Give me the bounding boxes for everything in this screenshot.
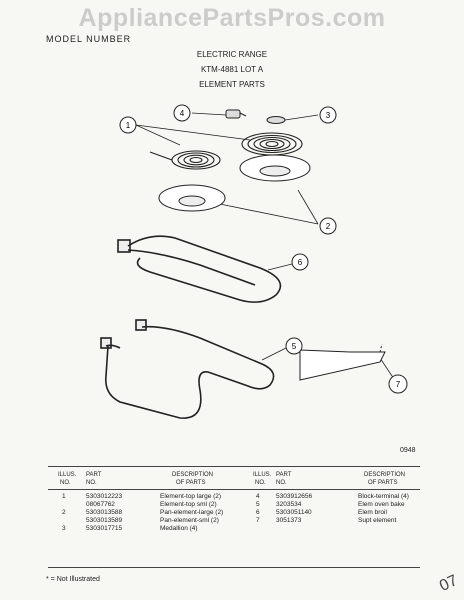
left-part-header: PART	[86, 472, 102, 478]
left-no-header: NO.	[60, 480, 71, 486]
title-line-1: ELECTRIC RANGE	[196, 50, 268, 59]
right-illus-header: ILLUS.	[253, 472, 272, 478]
broil-element	[117, 235, 282, 303]
left-desc-header: DESCRIPTION	[172, 472, 214, 478]
table-cell: 7	[256, 517, 260, 524]
table-cell: Block-terminal (4)	[358, 493, 409, 500]
table-cell: 5303051140	[276, 509, 312, 516]
callout-1: 1	[119, 116, 137, 134]
drip-pan-small	[158, 184, 226, 212]
table-cell: Element-top sml (2)	[160, 501, 217, 508]
table-cell: 5303017715	[86, 525, 123, 532]
table-cell: Elem oven bake	[358, 501, 405, 508]
bake-element	[100, 319, 275, 419]
table-cell: 3203534	[276, 501, 302, 508]
svg-text:3: 3	[326, 111, 331, 120]
table-cell: 1	[62, 493, 66, 500]
callout-4: 4	[173, 104, 191, 122]
title-line-3: ELEMENT PARTS	[199, 80, 265, 89]
table-cell: Element-top large (2)	[160, 493, 222, 500]
table-cell: 2	[62, 509, 66, 516]
svg-text:2: 2	[326, 222, 331, 231]
callout-2: 2	[319, 217, 337, 235]
right-desc-header: DESCRIPTION	[364, 472, 406, 478]
table-cell: 08067762	[86, 501, 115, 508]
table-cell: 5303013589	[86, 517, 123, 524]
callout-3: 3	[319, 106, 337, 124]
table-cell: Supt element	[358, 517, 397, 524]
right-partno-header: NO.	[276, 480, 287, 486]
svg-text:1: 1	[126, 121, 131, 130]
table-cell: 5303012223	[86, 493, 123, 500]
table-cell: 5	[256, 501, 260, 508]
corner-mark: 07	[437, 572, 461, 596]
table-cell: 3	[62, 525, 66, 532]
drip-pan-large	[239, 154, 311, 182]
model-number-line: MODEL NUMBER	[46, 34, 132, 44]
watermark: AppliancePartsPros.com	[78, 4, 386, 32]
svg-text:4: 4	[180, 109, 185, 118]
svg-text:5: 5	[292, 342, 297, 351]
table-cell: Pan-element-large (2)	[160, 509, 224, 516]
callout-7: 7	[388, 374, 408, 394]
surface-element-large	[241, 132, 303, 156]
left-desc2-header: OF PARTS	[176, 480, 206, 486]
leader-lines	[135, 112, 397, 383]
support-element	[299, 343, 386, 381]
left-illus-header: ILLUS.	[58, 472, 77, 478]
callout-5: 5	[285, 337, 303, 355]
table-cell: 5303912656	[276, 493, 313, 500]
left-partno-header: NO.	[86, 480, 97, 486]
table-cell: Elem broil	[358, 509, 387, 516]
title-line-2: KTM-4881 LOT A	[200, 65, 264, 74]
right-desc2-header: OF PARTS	[368, 480, 398, 486]
terminal-block	[225, 109, 247, 119]
svg-text:6: 6	[298, 258, 303, 267]
table-cell: Medallion (4)	[160, 525, 198, 532]
table-cell: 4	[256, 493, 260, 500]
callout-6: 6	[291, 253, 309, 271]
right-no-header: NO.	[255, 480, 266, 486]
right-part-header: PART	[276, 472, 292, 478]
table-cell: 5303013588	[86, 509, 123, 516]
surface-element-small	[149, 150, 221, 170]
figure-code: 0948	[400, 447, 416, 454]
table-cell: 3051373	[276, 517, 302, 524]
table-cell: 6	[256, 509, 260, 516]
medallion	[266, 116, 286, 124]
footnote: * = Not Illustrated	[46, 576, 100, 583]
parts-table: ILLUS. NO. PART NO. DESCRIPTION OF PARTS…	[48, 466, 420, 568]
table-cell: Pan-element-sml (2)	[160, 517, 219, 524]
svg-text:7: 7	[396, 380, 401, 389]
parts-diagram: 1 4 3 2 6 5 7	[100, 104, 408, 419]
